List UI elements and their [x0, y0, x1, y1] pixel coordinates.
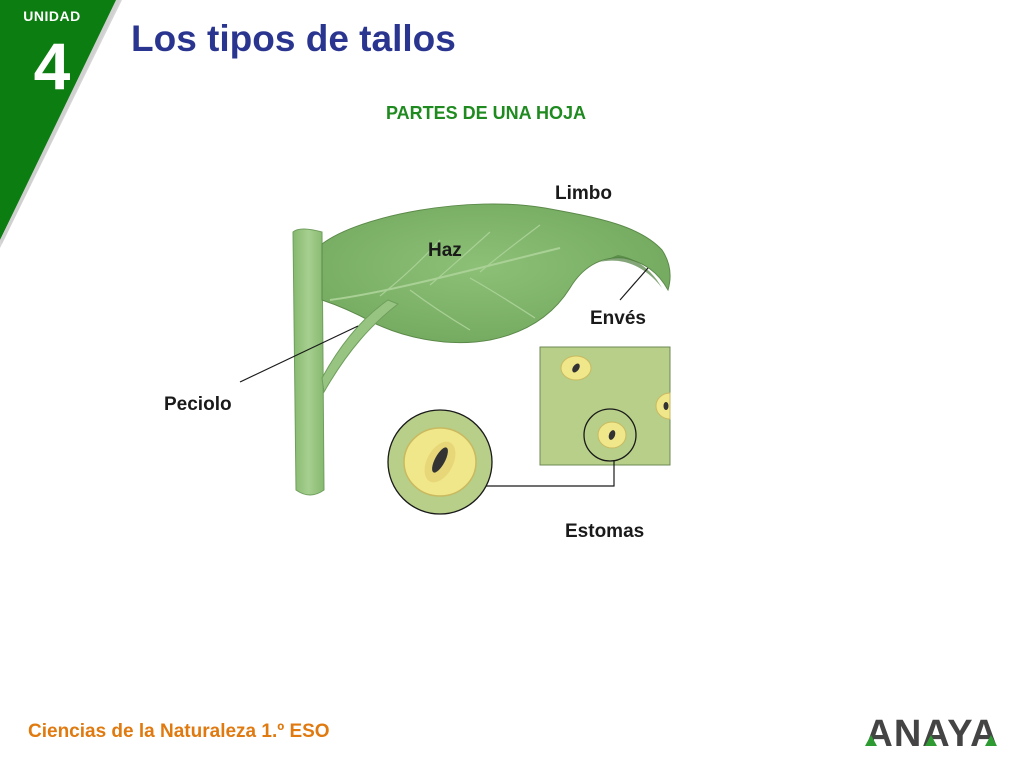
unit-number: 4: [33, 29, 71, 103]
anaya-logo: ANAYA: [865, 713, 998, 754]
stoma-magnified: [387, 409, 493, 515]
course-name: Ciencias de la Naturaleza 1.º ESO: [28, 721, 330, 742]
section-heading: PARTES DE UNA HOJA: [386, 103, 587, 123]
stem: [292, 228, 325, 496]
enves-leader-line: [619, 267, 649, 301]
zoom-connector-line: [480, 461, 615, 487]
label-estomas: Estomas: [565, 521, 645, 542]
stoma-highlight-circle: [583, 408, 637, 462]
petiole: [321, 299, 399, 394]
page-title: Los tipos de tallos: [131, 18, 456, 59]
stoma-small-1: [560, 355, 592, 381]
stomata-panel: [539, 346, 671, 466]
unit-label: UNIDAD: [23, 8, 81, 24]
label-peciolo: Peciolo: [164, 394, 232, 415]
stoma-small-3: [655, 392, 671, 420]
stoma-small-2: [597, 421, 627, 449]
svg-text:ANAYA: ANAYA: [865, 713, 998, 754]
leaf-blade: [321, 203, 671, 344]
label-limbo: Limbo: [555, 183, 612, 204]
unit-badge: [0, 0, 122, 248]
peciolo-leader-line: [239, 325, 359, 383]
label-haz: Haz: [428, 240, 462, 261]
label-enves: Envés: [590, 308, 646, 329]
